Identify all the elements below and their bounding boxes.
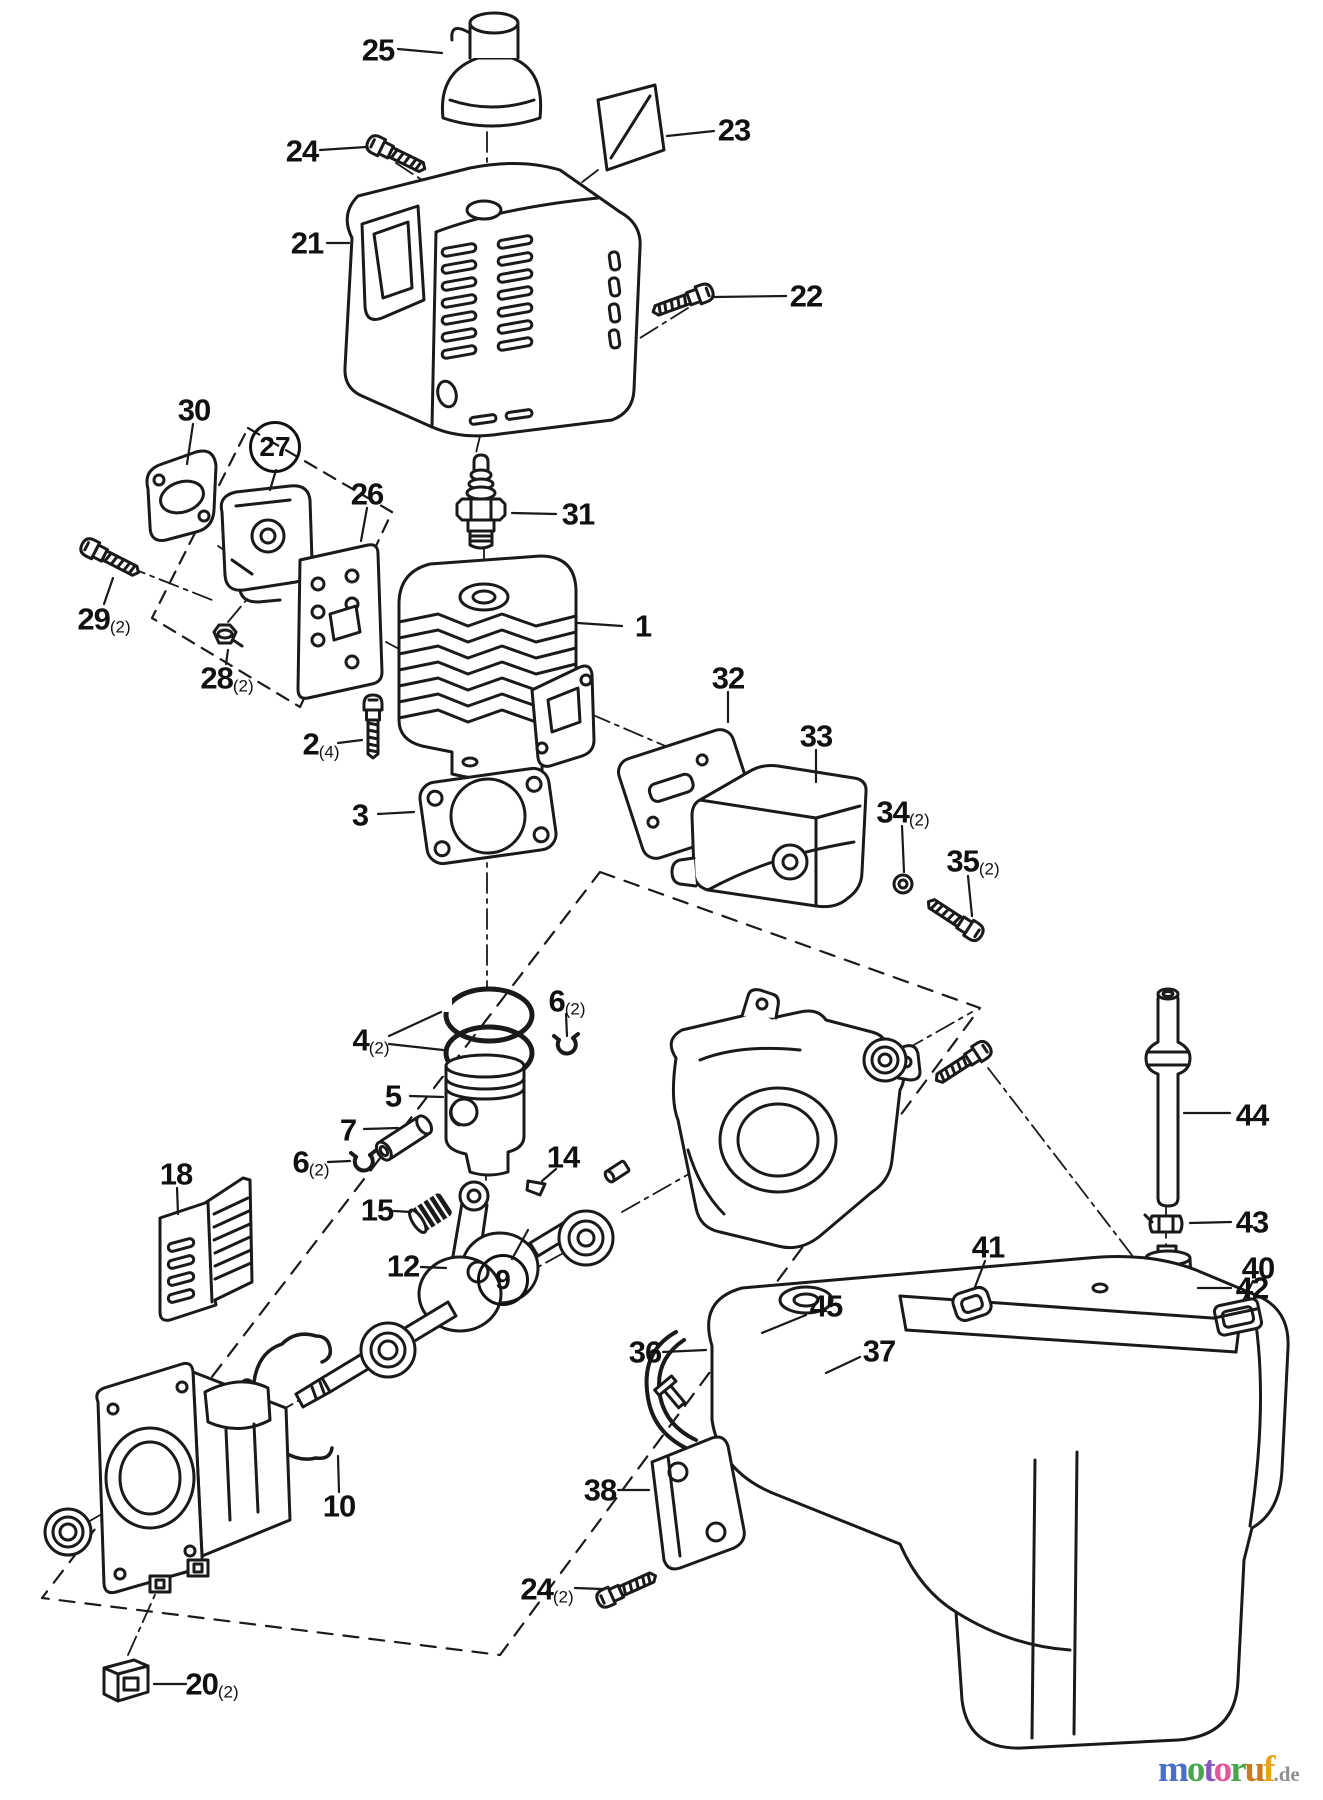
- crank-bearing-part: [557, 1209, 615, 1267]
- logo-letter: r: [1230, 1749, 1247, 1790]
- callout-42: 42: [1235, 1270, 1269, 1306]
- callout-36: 36: [628, 1334, 662, 1370]
- tank-bracket-part: [650, 1435, 746, 1571]
- wrist-pin-part: [374, 1114, 434, 1162]
- callout-26: 26: [350, 476, 384, 512]
- crank-bearing-part: [359, 1321, 417, 1379]
- carburetor-gasket-part: [145, 449, 218, 542]
- motoruf-logo: motoruf.de: [1158, 1748, 1300, 1791]
- callout-33: 33: [799, 718, 833, 754]
- callout-40: 40: [1241, 1250, 1275, 1286]
- callout-44: 44: [1235, 1097, 1269, 1133]
- callout-20: 20(2): [185, 1666, 239, 1702]
- oil-seal-part: [43, 1507, 93, 1557]
- needle-bearing-part: [408, 1193, 452, 1234]
- logo-letter: u: [1244, 1749, 1266, 1790]
- pipe-clamp-part: [1143, 1213, 1184, 1234]
- callout-1: 1: [634, 608, 652, 644]
- cover-screw: [648, 280, 717, 322]
- callout-24: 24: [285, 133, 319, 169]
- callout-2: 2(4): [302, 726, 340, 762]
- callout-29: 29(2): [77, 601, 131, 637]
- carburetor-assembly-box: [150, 426, 394, 709]
- callout-9: 9: [477, 1254, 529, 1306]
- primer-bulb-part: [440, 11, 543, 128]
- bracket-screw: [592, 1566, 661, 1612]
- carburetor-nut: [212, 623, 244, 648]
- muffler-bolt: [921, 892, 988, 946]
- piston-clip-part: [349, 1149, 377, 1173]
- callout-7: 7: [339, 1112, 357, 1148]
- woodruff-key-part: [525, 1179, 547, 1197]
- callout-43: 43: [1235, 1204, 1269, 1240]
- logo-suffix: .de: [1273, 1762, 1300, 1786]
- cylinder-gasket-part: [418, 766, 558, 866]
- callout-22: 22: [789, 278, 823, 314]
- callout-31: 31: [561, 496, 595, 532]
- cylinder-bolt: [362, 693, 384, 760]
- cylinder-part: [397, 554, 596, 782]
- engine-cover-part: [343, 162, 642, 438]
- callout-6b: 6(2): [292, 1144, 330, 1180]
- callout-35: 35(2): [946, 843, 1000, 879]
- carburetor-part: [219, 484, 314, 604]
- callout-5: 5: [384, 1078, 402, 1114]
- callout-3: 3: [351, 797, 369, 833]
- tank-grommet-part: [951, 1285, 993, 1323]
- logo-letter: t: [1203, 1749, 1215, 1790]
- cover-screw: [362, 131, 431, 179]
- crankcase-left-part: [95, 1361, 292, 1595]
- callout-15: 15: [360, 1192, 394, 1228]
- crankcase-assembly-box: [40, 870, 982, 1657]
- callout-21: 21: [290, 225, 324, 261]
- fuel-tank-part: [707, 1255, 1290, 1750]
- crankcase-right-part: [669, 988, 922, 1250]
- crank-bearing-part: [862, 1037, 908, 1083]
- callout-28: 28(2): [200, 660, 254, 696]
- callout-30: 30: [177, 392, 211, 428]
- callout-41: 41: [971, 1229, 1005, 1265]
- callout-27: 27: [249, 421, 301, 473]
- callout-4: 4(2): [352, 1022, 390, 1058]
- callout-38: 38: [583, 1472, 617, 1508]
- piston-part: [444, 1053, 526, 1177]
- callout-25: 25: [361, 32, 395, 68]
- leader-lines: [102, 47, 1255, 1686]
- carb-screw: [76, 534, 144, 583]
- dowel-pin-part: [603, 1159, 631, 1184]
- callout-6a: 6(2): [548, 983, 586, 1019]
- logo-letter: o: [1186, 1749, 1205, 1790]
- fuel-pipe-part: [1144, 987, 1192, 1208]
- callout-12: 12: [386, 1248, 420, 1284]
- callout-45: 45: [809, 1288, 843, 1324]
- callout-10: 10: [322, 1488, 356, 1524]
- callout-23: 23: [717, 112, 751, 148]
- callout-18: 18: [159, 1156, 193, 1192]
- piston-clip-part: [552, 1032, 580, 1056]
- logo-letter: o: [1213, 1749, 1232, 1790]
- callout-34: 34(2): [876, 794, 930, 830]
- square-nut-part: [102, 1658, 150, 1703]
- crankcase-screw: [929, 1036, 996, 1090]
- insulator-plate-part: [296, 543, 384, 700]
- logo-letter: f: [1263, 1749, 1275, 1790]
- sticker-part: [596, 83, 666, 172]
- muffler-part: [670, 764, 868, 909]
- cylinder-guard-part: [158, 1176, 254, 1322]
- callout-24b: 24(2): [520, 1571, 574, 1607]
- callout-32: 32: [711, 660, 745, 696]
- callout-14: 14: [546, 1139, 580, 1175]
- logo-letter: m: [1158, 1749, 1189, 1790]
- callout-37: 37: [862, 1333, 896, 1369]
- tank-grommet-part: [1212, 1297, 1264, 1337]
- piston-ring-part: [438, 986, 535, 1044]
- muffler-washer: [892, 873, 914, 895]
- spark-plug-part: [455, 453, 507, 550]
